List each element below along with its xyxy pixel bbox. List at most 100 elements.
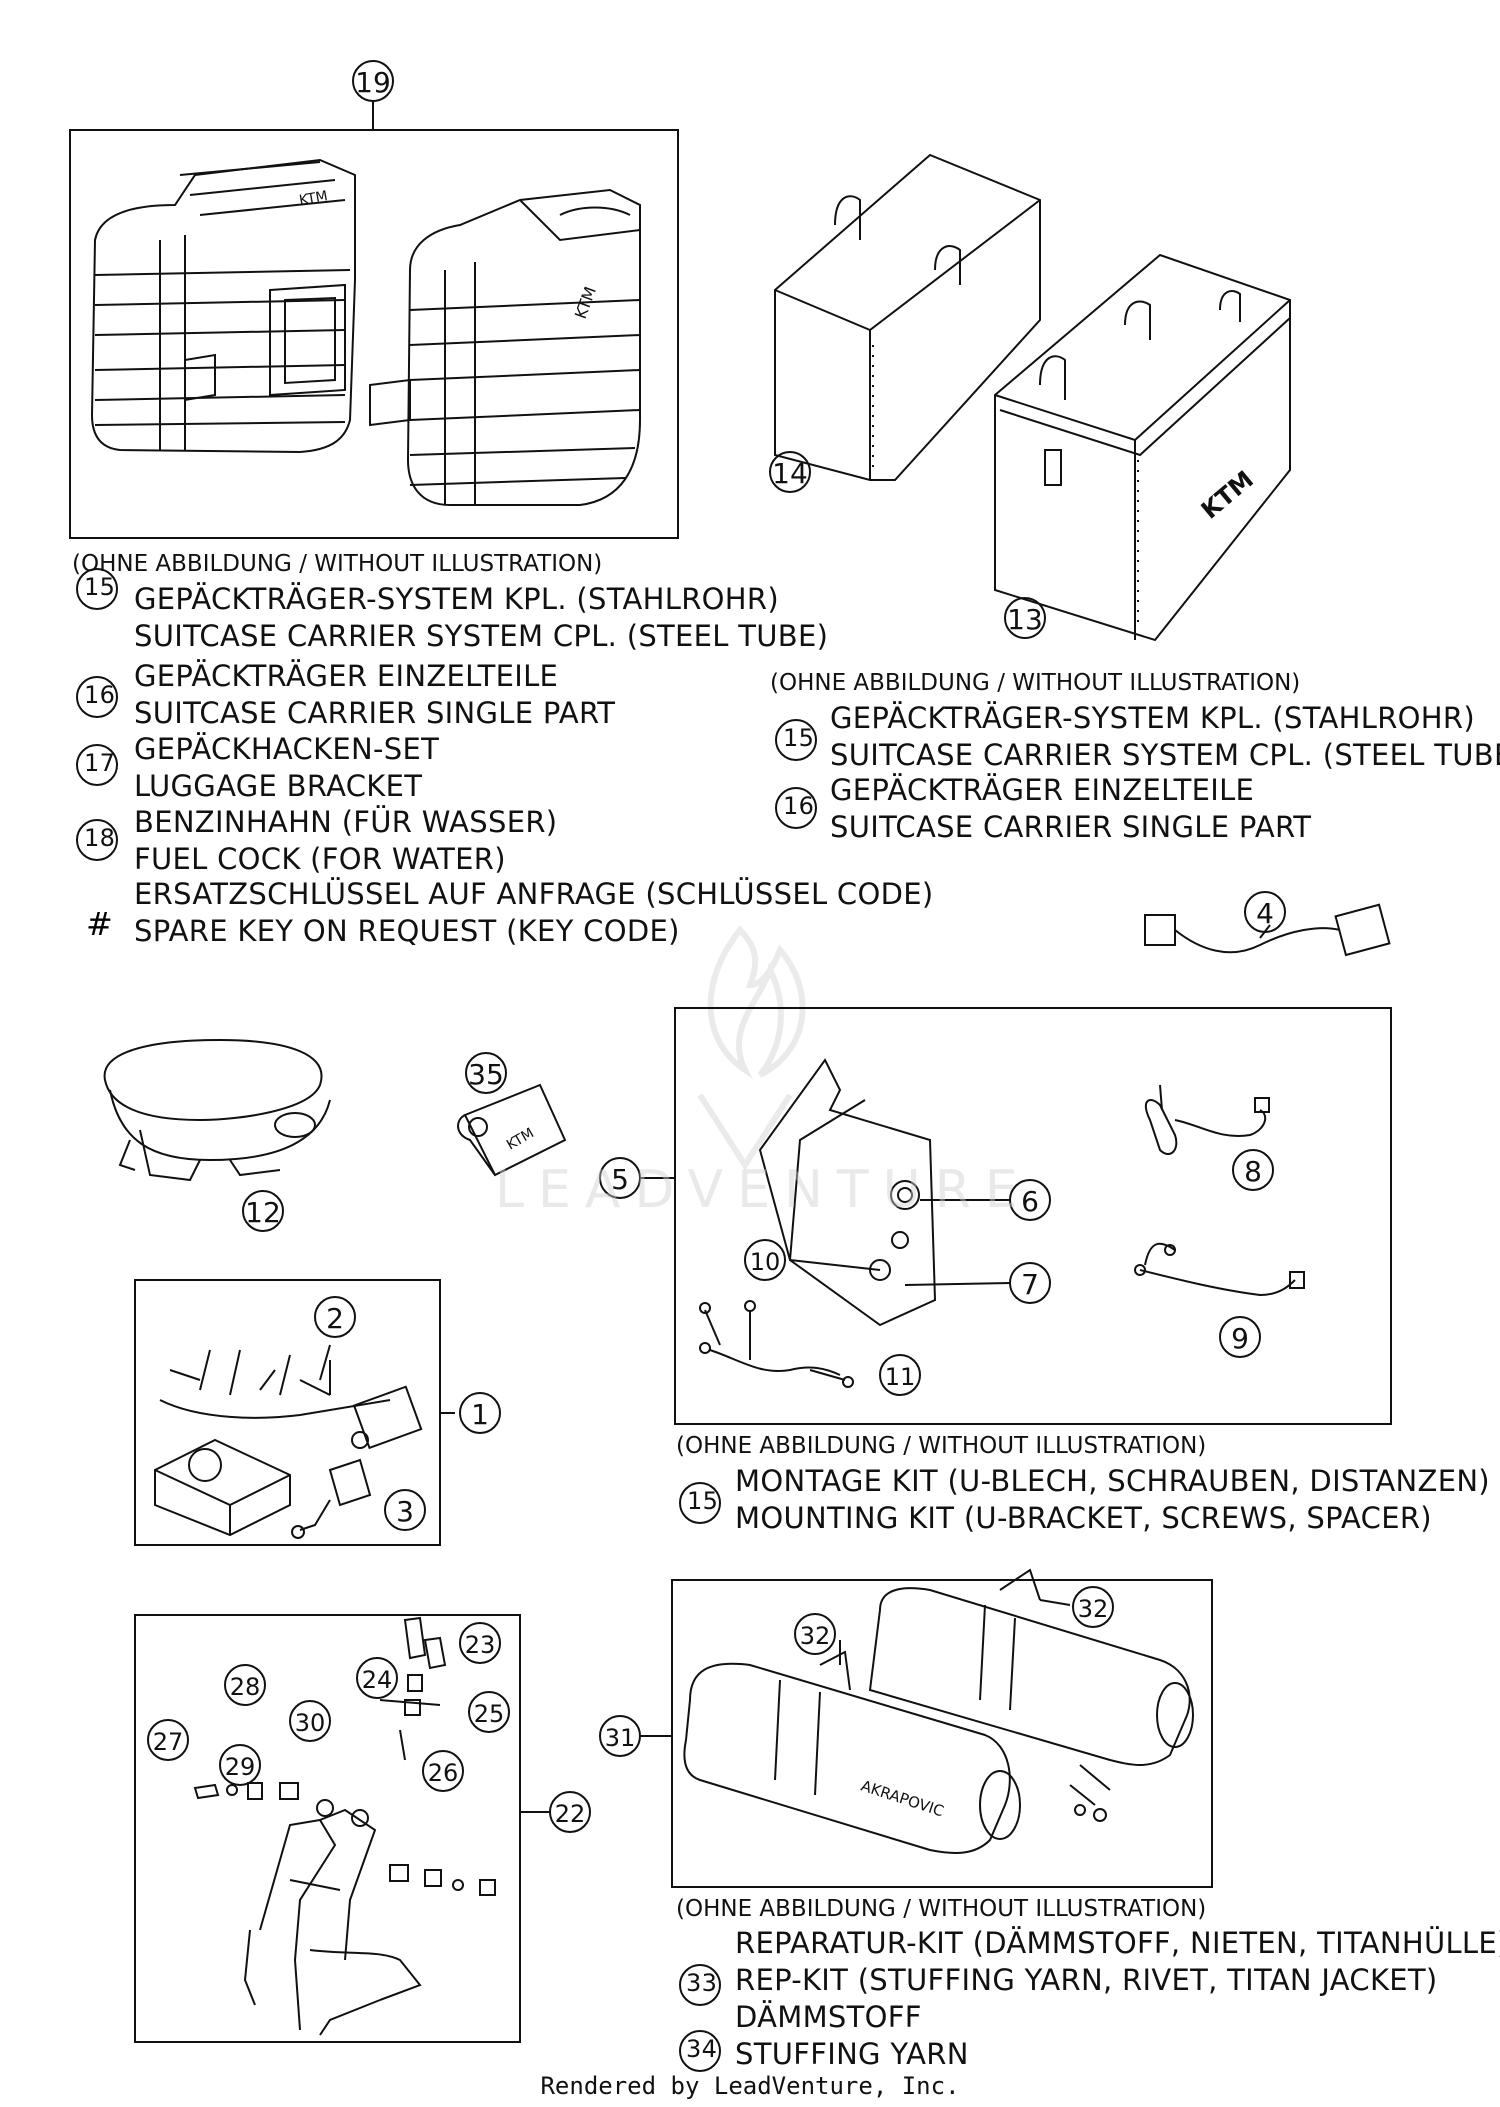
bracket-kit-group: [640, 1007, 1392, 1425]
part-12-tank-bag: [103, 1038, 331, 1182]
note-mid-en-0: MOUNTING KIT (U-BRACKET, SCREWS, SPACER): [735, 1501, 1432, 1535]
svg-text:3: 3: [396, 1495, 414, 1528]
svg-text:26: 26: [428, 1759, 459, 1787]
callout-26: 26: [422, 1750, 464, 1792]
note-left-de-4: ERSATZSCHLÜSSEL AUF ANFRAGE (SCHLÜSSEL C…: [134, 877, 934, 911]
note-bottom-num-0: 33: [686, 1969, 718, 1997]
note-left-num-1: 16: [84, 681, 116, 709]
svg-text:1: 1: [471, 1398, 489, 1431]
callout-8: 8: [1232, 1149, 1274, 1191]
note-right-en-1: SUITCASE CARRIER SINGLE PART: [830, 810, 1312, 844]
callout-5: 5: [599, 1157, 641, 1199]
leader-10: [789, 1259, 881, 1271]
svg-text:27: 27: [153, 1728, 184, 1756]
note-left-en-1: SUITCASE CARRIER SINGLE PART: [134, 696, 616, 730]
svg-text:9: 9: [1231, 1322, 1249, 1355]
note-left-en-3: FUEL COCK (FOR WATER): [134, 842, 506, 876]
note-left-num-2: 17: [84, 749, 116, 777]
callout-10: 10: [744, 1239, 786, 1281]
side-case-left: KTM: [90, 158, 356, 454]
callout-19: 19: [352, 60, 394, 102]
callout-7: 7: [1009, 1262, 1051, 1304]
center-stand-frame: [134, 1614, 521, 2043]
callout-22: 22: [549, 1791, 591, 1833]
note-left-num-4: #: [86, 905, 113, 943]
note-right-num-1: 16: [783, 792, 815, 820]
svg-text:11: 11: [885, 1363, 916, 1391]
svg-text:28: 28: [230, 1673, 261, 1701]
note-left-en-0: SUITCASE CARRIER SYSTEM CPL. (STEEL TUBE…: [134, 619, 829, 653]
side-case-right: KTM: [369, 188, 641, 506]
center-stand-group: [134, 1614, 550, 2043]
note-left-de-3: BENZINHAHN (FÜR WASSER): [134, 805, 558, 839]
ktm-logo-cover: KTM: [504, 1125, 537, 1153]
exhaust-group: AKRAPOVIC: [640, 1568, 1213, 1888]
note-left-en-4: SPARE KEY ON REQUEST (KEY CODE): [134, 914, 680, 948]
note-right-de-1: GEPÄCKTRÄGER EINZELTEILE: [830, 773, 1255, 807]
note-bottom-en-0: REP-KIT (STUFFING YARN, RIVET, TITAN JAC…: [735, 1963, 1438, 1997]
callout-12: 12: [242, 1190, 284, 1232]
svg-text:19: 19: [355, 66, 391, 99]
svg-text:13: 13: [1007, 603, 1043, 636]
part-4-harness: [1144, 903, 1391, 957]
svg-text:5: 5: [611, 1163, 629, 1196]
callout-32b: 32: [1072, 1586, 1114, 1628]
svg-text:4: 4: [1256, 897, 1274, 930]
callout-35: 35: [465, 1052, 507, 1094]
svg-text:7: 7: [1021, 1268, 1039, 1301]
note-bottom-en-1: STUFFING YARN: [735, 2037, 969, 2071]
note-right-de-0: GEPÄCKTRÄGER-SYSTEM KPL. (STAHLROHR): [830, 701, 1475, 735]
callout-1: 1: [459, 1392, 501, 1434]
note-left-en-2: LUGGAGE BRACKET: [134, 769, 423, 803]
callout-29: 29: [219, 1744, 261, 1786]
aluminum-case-14: [774, 153, 1041, 481]
svg-text:6: 6: [1021, 1185, 1039, 1218]
svg-text:31: 31: [605, 1724, 636, 1752]
exhaust-frame: [671, 1579, 1213, 1888]
note-left-de-2: GEPÄCKHACKEN-SET: [134, 732, 440, 766]
svg-text:14: 14: [772, 457, 808, 490]
bracket-kit-frame: [674, 1007, 1392, 1425]
svg-text:24: 24: [362, 1666, 393, 1694]
note-left-de-1: GEPÄCKTRÄGER EINZELTEILE: [134, 659, 559, 693]
leader-7: [904, 1282, 1011, 1286]
note-right-header: (OHNE ABBILDUNG / WITHOUT ILLUSTRATION): [770, 670, 1301, 696]
svg-text:32: 32: [800, 1622, 831, 1650]
callout-3: 3: [384, 1489, 426, 1531]
svg-text:8: 8: [1244, 1155, 1262, 1188]
callout-31: 31: [599, 1715, 641, 1757]
svg-text:12: 12: [245, 1196, 281, 1229]
svg-text:2: 2: [326, 1302, 344, 1335]
callout-27: 27: [147, 1719, 189, 1761]
side-cases-group: KTM KTM: [69, 101, 679, 539]
callout-4: 4: [1244, 891, 1286, 933]
callout-14: 14: [769, 451, 811, 493]
note-mid-num-0: 15: [687, 1487, 719, 1515]
alarm-kit-group: [134, 1279, 455, 1546]
note-circles: [76, 568, 817, 2072]
callout-6: 6: [1009, 1179, 1051, 1221]
svg-text:30: 30: [295, 1709, 326, 1737]
callout-25: 25: [468, 1691, 510, 1733]
watermark-flame: [697, 925, 806, 1171]
note-bottom-num-1: 34: [686, 2035, 718, 2063]
callout-32a: 32: [794, 1613, 836, 1655]
watermark-text: LEADVENTURE: [495, 1160, 1032, 1220]
note-right-en-0: SUITCASE CARRIER SYSTEM CPL. (STEEL TUBE…: [830, 738, 1500, 772]
callout-11: 11: [879, 1354, 921, 1396]
ktm-logo-left: KTM: [298, 188, 329, 209]
akrapovic-logo: AKRAPOVIC: [859, 1777, 946, 1821]
svg-text:29: 29: [225, 1753, 256, 1781]
callout-2: 2: [314, 1296, 356, 1338]
note-bottom-de-0: REPARATUR-KIT (DÄMMSTOFF, NIETEN, TITANH…: [735, 1926, 1500, 1960]
svg-text:22: 22: [555, 1800, 586, 1828]
note-mid-header: (OHNE ABBILDUNG / WITHOUT ILLUSTRATION): [676, 1433, 1207, 1459]
callout-28: 28: [224, 1664, 266, 1706]
svg-text:23: 23: [465, 1631, 496, 1659]
svg-text:25: 25: [474, 1700, 505, 1728]
svg-text:35: 35: [468, 1058, 504, 1091]
footer-credit: Rendered by LeadVenture, Inc.: [540, 2072, 960, 2100]
note-left-num-3: 18: [84, 824, 116, 852]
note-left-header: (OHNE ABBILDUNG / WITHOUT ILLUSTRATION): [72, 551, 603, 577]
